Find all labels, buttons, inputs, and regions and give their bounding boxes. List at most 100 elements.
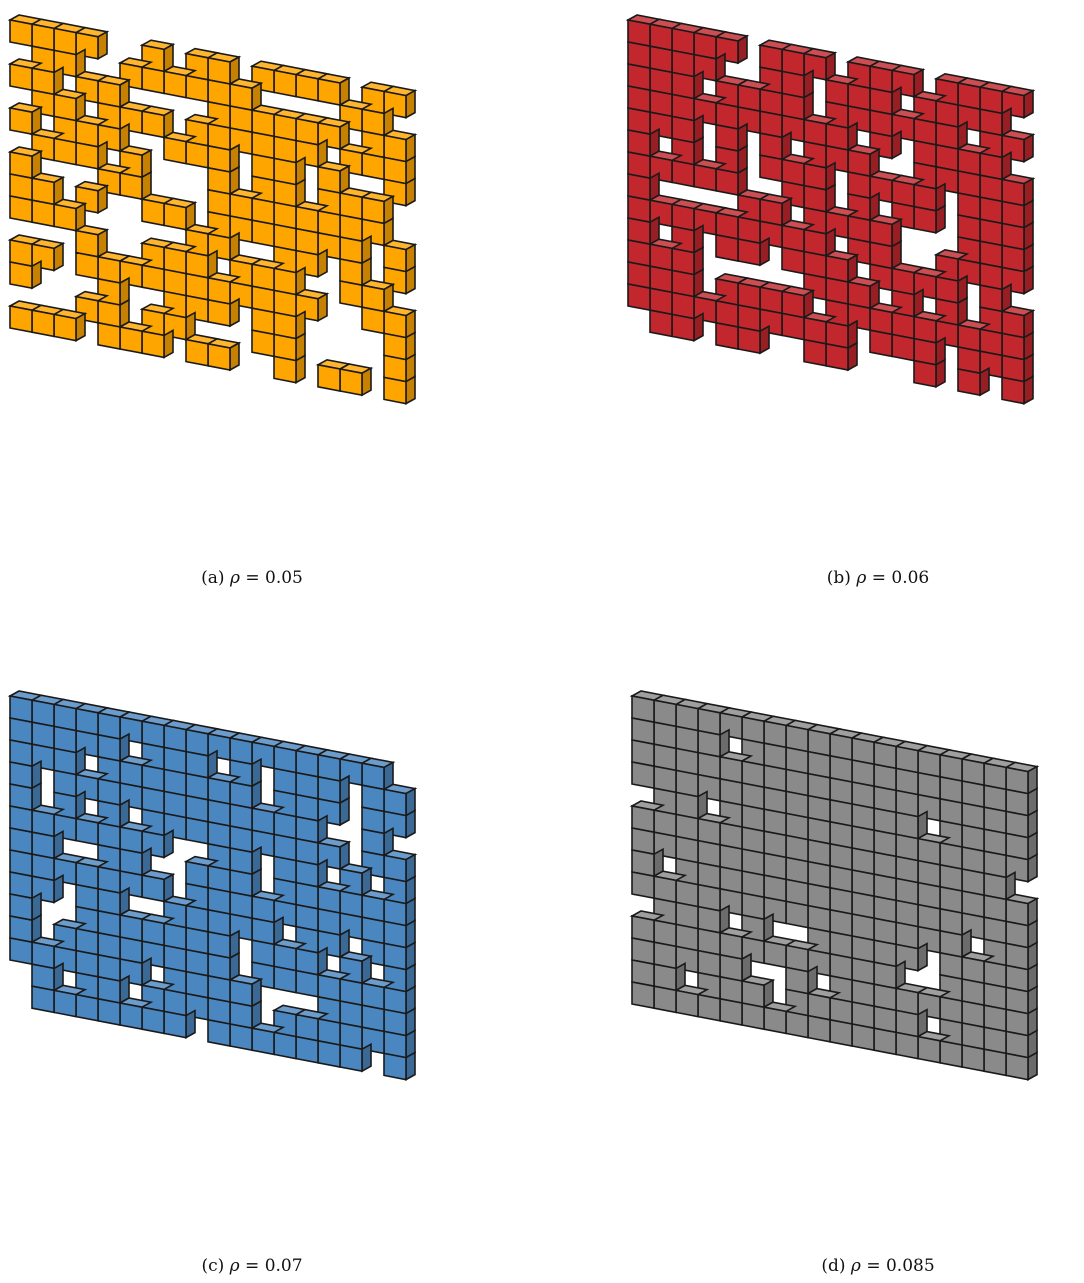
voxel-cube	[914, 206, 945, 233]
voxel-cube	[362, 192, 393, 223]
voxel-cube	[230, 1024, 252, 1050]
cube-front-face	[852, 1024, 874, 1050]
caption-label: (c)	[201, 1256, 224, 1276]
voxel-cube	[76, 253, 98, 279]
cube-front-face	[918, 1037, 940, 1063]
cube-front-face	[632, 872, 654, 898]
voxel-cube	[1002, 377, 1033, 404]
voxel-cube	[984, 1049, 1006, 1075]
cube-front-face	[1006, 1053, 1028, 1079]
cube-front-face	[10, 20, 32, 46]
voxel-cube	[142, 106, 173, 137]
voxel-cube	[142, 67, 164, 93]
cube-front-face	[230, 1024, 252, 1050]
cube-front-face	[142, 265, 164, 291]
caption-label: (a)	[201, 568, 224, 588]
voxel-cube	[874, 1028, 896, 1054]
voxel-cube	[848, 277, 879, 308]
cube-front-face	[142, 199, 164, 225]
cube-front-face	[296, 971, 318, 997]
caption-b: (b) ρ = 0.06	[827, 568, 929, 588]
cube-front-face	[654, 986, 676, 1012]
cube-front-face	[76, 995, 98, 1021]
voxel-cube	[632, 762, 654, 788]
cube-side-face	[296, 356, 305, 383]
cube-front-face	[186, 76, 208, 102]
voxel-cube	[738, 326, 769, 353]
voxel-cube	[164, 1011, 195, 1038]
cube-front-face	[54, 314, 76, 340]
cube-front-face	[98, 323, 120, 349]
cube-side-face	[1028, 1053, 1037, 1080]
cube-front-face	[252, 1028, 274, 1054]
cube-side-face	[54, 243, 63, 270]
cube-front-face	[32, 310, 54, 336]
cube-front-face	[786, 1011, 808, 1037]
voxel-cube	[896, 1032, 918, 1058]
cube-front-face	[10, 306, 32, 332]
cube-front-face	[142, 67, 164, 93]
voxel-cube	[384, 130, 415, 161]
cube-front-face	[808, 1016, 830, 1042]
voxel-cube	[848, 145, 879, 176]
cube-front-face	[10, 262, 32, 288]
cube-front-face	[720, 999, 742, 1025]
cube-front-face	[1002, 377, 1024, 403]
cube-side-face	[362, 1044, 371, 1071]
voxel-cube	[716, 323, 738, 349]
voxel-cube	[274, 1032, 296, 1058]
voxel-cube	[230, 79, 261, 110]
figure-panel-a: (a) ρ = 0.05	[0, 0, 542, 620]
cube-front-face	[940, 1041, 962, 1067]
cube-front-face	[738, 239, 760, 265]
voxel-cube	[720, 999, 742, 1025]
voxel-cube	[340, 1044, 371, 1071]
voxel-cube	[164, 198, 195, 229]
voxel-cube	[208, 339, 239, 370]
voxel-cube	[654, 986, 676, 1012]
cube-front-face	[296, 1037, 318, 1063]
voxel-cube	[54, 138, 76, 164]
voxel-cube	[628, 284, 650, 310]
voxel-cube	[384, 1053, 415, 1080]
voxel-cube	[98, 323, 120, 349]
voxel-cube	[782, 247, 804, 273]
voxel-cube	[318, 74, 349, 105]
voxel-cube	[958, 368, 989, 395]
voxel-cube	[98, 76, 129, 107]
voxel-cube	[892, 334, 914, 360]
cube-front-face	[164, 1011, 186, 1037]
voxel-cube	[274, 356, 305, 383]
cube-side-face	[738, 36, 747, 63]
cube-front-face	[896, 1032, 918, 1058]
voxel-cube	[54, 199, 85, 230]
voxel-cube	[870, 215, 901, 246]
cube-front-face	[698, 995, 720, 1021]
caption-value: 0.05	[265, 568, 303, 588]
voxel-cube	[142, 330, 173, 357]
voxel-cube	[782, 313, 804, 339]
cube-side-face	[186, 1011, 195, 1038]
voxel-cube	[142, 265, 164, 291]
cube-front-face	[76, 253, 98, 279]
voxel-cube	[826, 343, 857, 370]
cube-side-face	[892, 131, 901, 158]
voxel-cube	[716, 235, 738, 261]
cube-front-face	[362, 307, 384, 333]
voxel-cube	[252, 220, 274, 246]
voxel-cube	[870, 330, 892, 356]
voxel-structure-c	[0, 668, 542, 1208]
cube-side-face	[406, 91, 415, 118]
voxel-cube	[786, 901, 808, 927]
voxel-cube	[10, 261, 41, 288]
cube-side-face	[936, 360, 945, 387]
cube-front-face	[208, 300, 230, 326]
cube-front-face	[676, 990, 698, 1016]
cube-side-face	[230, 299, 239, 326]
cube-front-face	[672, 314, 694, 340]
voxel-cube	[362, 280, 393, 311]
cube-front-face	[76, 143, 98, 169]
voxel-cube	[208, 299, 239, 326]
cube-front-face	[786, 901, 808, 927]
voxel-cube	[384, 240, 415, 271]
